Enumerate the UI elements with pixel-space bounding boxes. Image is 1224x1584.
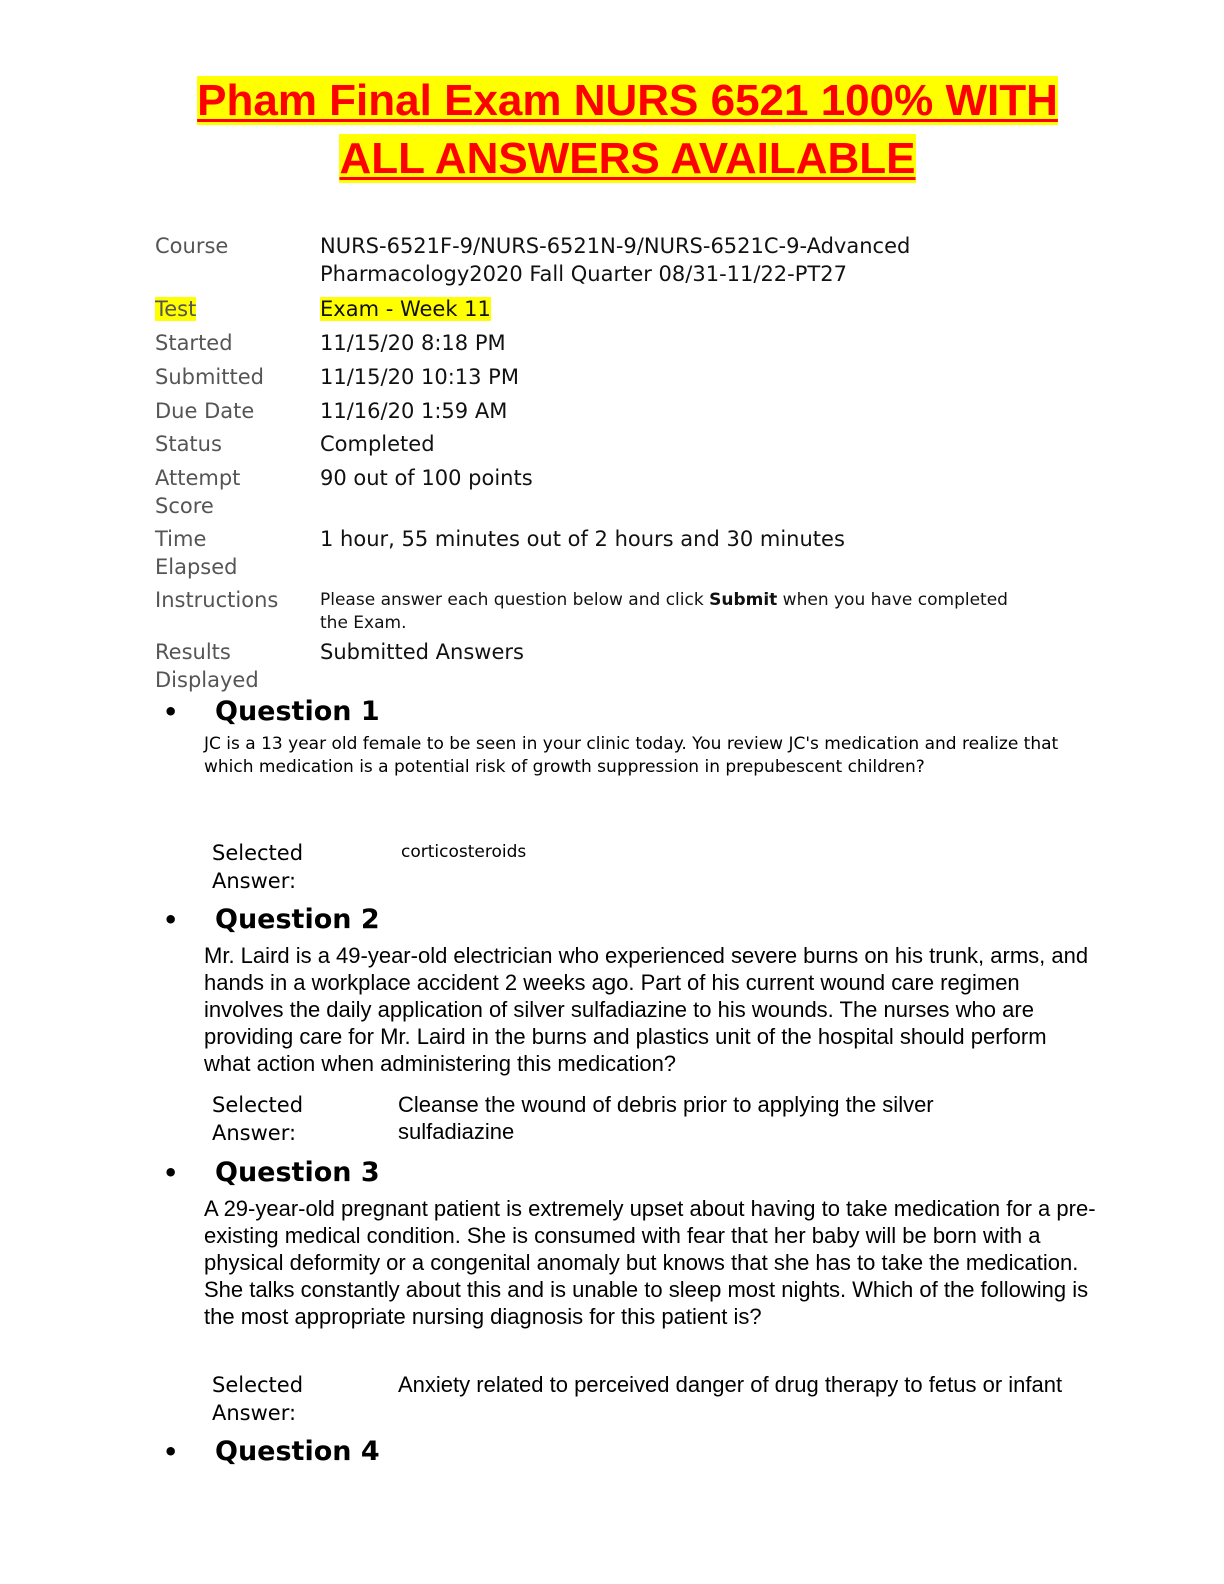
detail-label: Status [155, 432, 222, 456]
detail-value: 1 hour, 55 minutes out of 2 hours and 30… [320, 527, 845, 551]
detail-label: Results Displayed [155, 640, 259, 692]
detail-value: 90 out of 100 points [320, 466, 533, 490]
question-title: Question 3 [215, 1157, 380, 1188]
detail-value: Please answer each question below and cl… [320, 590, 1008, 633]
question-text: JC is a 13 year old female to be seen in… [204, 734, 1059, 777]
bullet-icon: • [163, 1159, 179, 1187]
detail-value: 11/15/20 10:13 PM [320, 365, 519, 389]
title-line-2: ALL ANSWERS AVAILABLE [339, 134, 916, 183]
selected-answer-label: Selected Answer: [212, 1373, 304, 1425]
document-title: Pham Final Exam NURS 6521 100% WITH ALL … [140, 72, 1115, 188]
detail-value: Exam - Week 11 [320, 297, 491, 321]
detail-value: Submitted Answers [320, 640, 524, 664]
selected-answer-value: corticosteroids [401, 842, 527, 862]
detail-value: 11/16/20 1:59 AM [320, 399, 508, 423]
question-text: Mr. Laird is a 49-year-old electrician w… [204, 943, 1089, 1076]
question-text: A 29-year-old pregnant patient is extrem… [204, 1196, 1096, 1329]
detail-label: Submitted [155, 365, 264, 389]
selected-answer-value: Cleanse the wound of debris prior to app… [398, 1092, 934, 1144]
selected-answer-label: Selected Answer: [212, 1093, 304, 1145]
detail-value: 11/15/20 8:18 PM [320, 331, 506, 355]
detail-value: Completed [320, 432, 435, 456]
detail-label: Course [155, 234, 229, 258]
submit-keyword: Submit [709, 590, 778, 610]
selected-answer-value: Anxiety related to perceived danger of d… [398, 1372, 1063, 1397]
question-title: Question 2 [215, 904, 380, 935]
detail-label: Instructions [155, 588, 279, 612]
bullet-icon: • [163, 698, 179, 726]
detail-value: NURS-6521F-9/NURS-6521N-9/NURS-6521C-9-A… [320, 234, 911, 286]
title-line-1: Pham Final Exam NURS 6521 100% WITH [197, 76, 1058, 125]
bullet-icon: • [163, 1438, 179, 1466]
detail-label: Test [155, 297, 197, 321]
question-title: Question 4 [215, 1436, 380, 1467]
detail-label: Started [155, 331, 233, 355]
detail-label: Due Date [155, 399, 255, 423]
question-title: Question 1 [215, 696, 380, 727]
detail-label: Time Elapsed [155, 527, 238, 579]
detail-label: Attempt Score [155, 466, 241, 518]
selected-answer-label: Selected Answer: [212, 841, 304, 893]
bullet-icon: • [163, 906, 179, 934]
